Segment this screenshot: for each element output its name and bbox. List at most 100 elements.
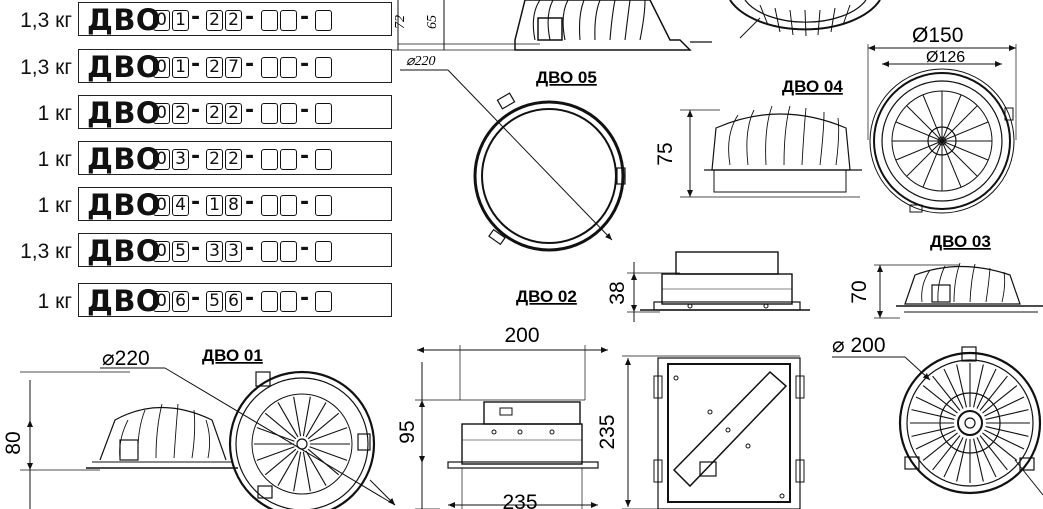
heatsink-fin (256, 446, 295, 461)
heatsink-fin (982, 385, 1018, 414)
code-digit: 1 (172, 57, 189, 78)
heatsink-fin (256, 427, 295, 442)
heatsink-fin (932, 375, 961, 411)
code-separator: - (191, 52, 201, 77)
code-digit: 0 (153, 291, 170, 312)
heatsink-fin (302, 396, 311, 437)
dvo01-diameter: ⌀220 (102, 347, 150, 370)
dvo02-side-view (627, 251, 810, 322)
dvo03-diameter: ⌀ 200 (832, 334, 886, 357)
code-digit-empty (261, 195, 278, 216)
code-digit: 1 (206, 195, 223, 216)
code-digit-empty (280, 10, 297, 31)
dvo03-side-view (874, 262, 1043, 319)
weight-label: 1,3 кг (20, 56, 72, 79)
heatsink-fin (302, 451, 311, 492)
code-digit: 2 (172, 103, 189, 124)
code-separator: - (300, 98, 310, 123)
code-digit: 2 (225, 10, 242, 31)
code-digit: 6 (225, 291, 242, 312)
heatsink-fin (956, 438, 967, 482)
code-separator: - (191, 144, 201, 169)
heatsink-fin (293, 451, 302, 492)
code-digit: 6 (172, 291, 189, 312)
heatsink-fin (922, 385, 958, 414)
heatsink-fin (956, 364, 967, 408)
code-separator: - (300, 236, 310, 261)
heatsink-fin (307, 448, 340, 476)
code-digit: 5 (172, 241, 189, 262)
square-side-length: 235 (596, 414, 619, 449)
code-digit: 0 (153, 241, 170, 262)
heatsink-fin (932, 435, 961, 471)
dvo04-label: ДВО 04 (782, 77, 843, 96)
code-digit-empty (261, 57, 278, 78)
code-digit: 2 (206, 149, 223, 170)
dvo04-inner-diameter: Ø126 (926, 49, 965, 66)
weight-label: 1,3 кг (20, 9, 72, 32)
code-digit: 7 (225, 57, 242, 78)
dvo01-height: 80 (2, 431, 25, 454)
heatsink-fin (915, 429, 956, 450)
heatsink-fin (922, 432, 958, 461)
code-prefix: ДВО (87, 188, 162, 222)
code-digit: 2 (206, 10, 223, 31)
code-digit: 8 (225, 195, 242, 216)
heatsink-fin (984, 429, 1025, 450)
dvo03-top-view (832, 346, 1043, 496)
dvo05-diameter-label: ⌀220 (406, 54, 435, 69)
code-digit-empty (315, 10, 332, 31)
code-separator: - (245, 52, 255, 77)
weight-label: 1 кг (37, 102, 72, 125)
dvo01-label: ДВО 01 (202, 346, 263, 365)
heatsink-fin (305, 450, 327, 486)
square-base: 235 (502, 491, 537, 509)
code-digit-empty (261, 103, 278, 124)
code-digit: 3 (206, 241, 223, 262)
heatsink-fin (985, 409, 1029, 420)
partial-top-view (729, 0, 881, 39)
heatsink-fin (979, 375, 1008, 411)
heatsink-fin (979, 435, 1008, 471)
dvo04-outer-diameter: Ø150 (912, 24, 963, 47)
code-separator: - (245, 236, 255, 261)
heatsink-fin (985, 426, 1029, 437)
code-digit: 0 (153, 103, 170, 124)
heatsink-fin (277, 450, 299, 486)
dvo06-side-view (392, 0, 712, 51)
dvo03-label: ДВО 03 (930, 232, 991, 251)
heatsink-fin (973, 364, 984, 408)
code-digit: 0 (153, 10, 170, 31)
code-prefix: ДВО (87, 284, 162, 318)
code-prefix: ДВО (87, 142, 162, 176)
heatsink-fin (264, 448, 297, 476)
code-digit-empty (315, 241, 332, 262)
weight-label: 1 кг (37, 290, 72, 313)
dvo04-height: 75 (654, 142, 677, 165)
code-digit: 1 (172, 10, 189, 31)
code-separator: - (245, 190, 255, 215)
heatsink-fin (911, 426, 955, 437)
code-digit: 2 (206, 103, 223, 124)
code-digit: 4 (172, 195, 189, 216)
dvo04-top-view (867, 44, 1017, 214)
code-digit-empty (261, 241, 278, 262)
code-digit: 2 (225, 103, 242, 124)
code-digit-empty (280, 241, 297, 262)
code-separator: - (300, 190, 310, 215)
code-separator: - (191, 5, 201, 30)
code-digit-empty (261, 10, 278, 31)
weight-label: 1 кг (37, 194, 72, 217)
code-digit-empty (280, 195, 297, 216)
code-digit: 3 (172, 149, 189, 170)
heatsink-fin (976, 437, 997, 478)
